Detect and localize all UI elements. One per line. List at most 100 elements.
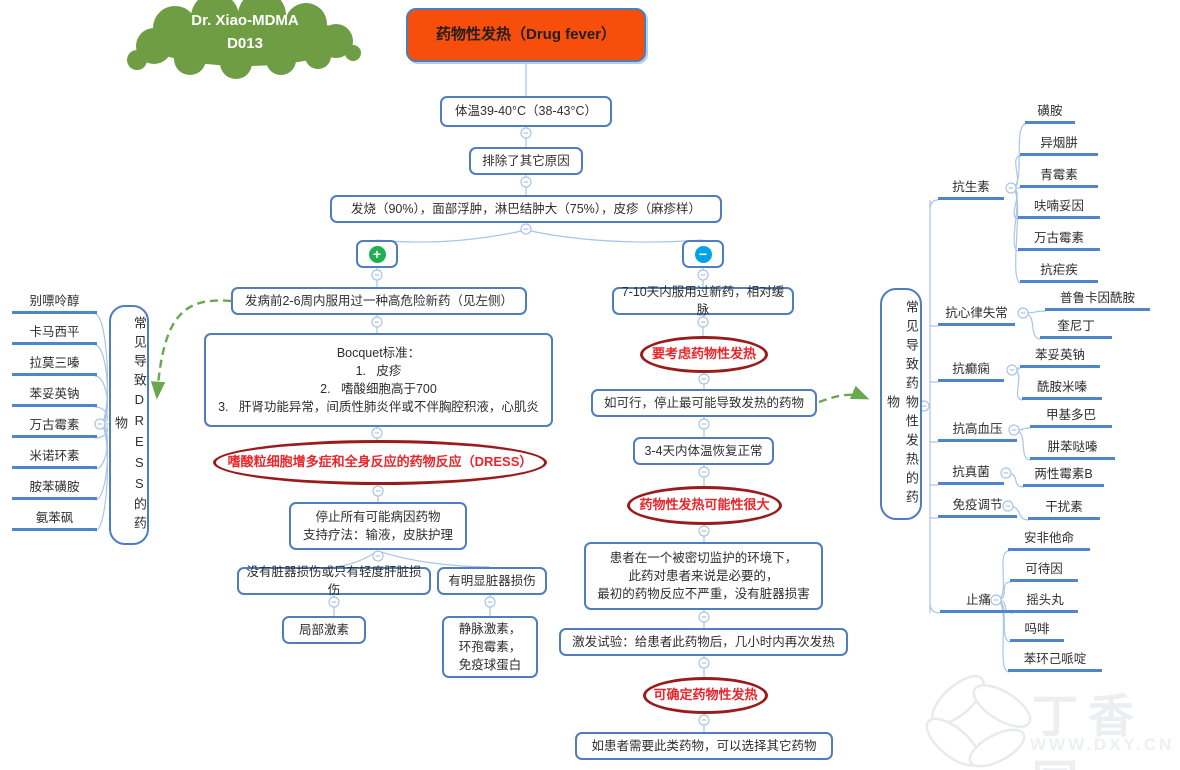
collapse-handle[interactable] [698,373,710,385]
dress-dashed-arrow [150,299,232,400]
stop-drug-node[interactable]: 如可行，停止最可能导致发热的药物 [591,389,817,417]
collapse-handle[interactable] [698,657,710,669]
fever-drug-item[interactable]: 干扰素 [1028,494,1100,520]
fever-drug-item[interactable]: 万古霉素 [1018,225,1100,251]
branch-curve [525,229,704,243]
watermark-brand: 丁香园 [1032,690,1144,770]
fever-category[interactable]: 抗高血压 [938,416,1017,442]
fever-drug-item[interactable]: 异烟肼 [1020,130,1098,156]
organ-damage-node[interactable]: 有明显脏器损伤 [437,567,547,595]
fever-drug-item[interactable]: 奎尼丁 [1040,313,1112,339]
challenge-test-node[interactable]: 激发试验：给患者此药物后，几小时内再次发热 [559,628,848,656]
collapse-handle[interactable] [698,611,710,623]
dress-drug-item[interactable]: 胺苯磺胺 [12,474,97,500]
consider-drug-fever-ellipse[interactable]: 要考虑药物性发热 [640,336,768,373]
patient-line-3: 最初的药物反应不严重，没有脏器损害 [597,587,810,602]
temperature-node[interactable]: 体温39-40°C（38-43°C） [440,96,612,127]
patient-condition-node[interactable]: 患者在一个被密切监护的环境下， 此药对患者来说是必要的， 最初的药物反应不严重，… [584,542,823,610]
fever-category[interactable]: 抗生素 [938,174,1004,200]
collapse-handle[interactable] [484,596,496,608]
local-steroid-node[interactable]: 局部激素 [282,616,366,644]
collapse-handle[interactable] [372,550,384,562]
fever-category[interactable]: 止痛 [940,587,1017,613]
symptoms-node[interactable]: 发烧（90%），面部浮肿，淋巴结肿大（75%），皮疹（麻疹样） [330,195,722,223]
dress-drug-item[interactable]: 拉莫三嗪 [12,350,97,376]
collapse-handle[interactable] [990,594,1002,606]
dress-drug-item[interactable]: 卡马西平 [12,319,97,345]
high-risk-drug-node[interactable]: 发病前2-6周内服用过一种高危险新药（见左侧） [231,287,527,315]
fever-drug-item[interactable]: 摇头丸 [1012,587,1078,613]
fever-drug-item[interactable]: 安非他命 [1008,525,1090,551]
fever-drug-item[interactable]: 磺胺 [1025,98,1075,124]
fever-drug-item[interactable]: 肼苯哒嗪 [1030,434,1115,460]
collapse-handle[interactable] [371,316,383,328]
collapse-handle[interactable] [520,127,532,139]
fever-category[interactable]: 抗心律失常 [938,300,1015,326]
collapse-handle[interactable] [520,176,532,188]
temperature-recover-node[interactable]: 3-4天内体温恢复正常 [633,437,774,465]
fever-category[interactable]: 抗癫痫 [938,356,1004,382]
fever-category[interactable]: 免疫调节 [938,492,1017,518]
fever-drug-item[interactable]: 两性霉素B [1023,461,1104,487]
patient-line-2: 此药对患者来说是必要的， [628,568,779,583]
fever-drugs-group-title[interactable]: 常见导致药物性发热的药物 [880,288,922,520]
collapse-handle[interactable] [94,418,106,430]
fever-drugs-dashed-arrow [818,385,870,404]
collapse-handle[interactable] [1000,467,1012,479]
author-name: Dr. Xiao-MDMA [191,12,299,29]
treatment-line-2: 支持疗法：输液，皮肤护理 [302,528,453,542]
alternative-drug-node[interactable]: 如患者需要此类药物，可以选择其它药物 [575,732,833,760]
fever-drug-item[interactable]: 抗疟疾 [1020,257,1098,283]
dress-diagnosis-ellipse[interactable]: 嗜酸粒细胞增多症和全身反应的药物反应（DRESS） [213,440,547,485]
dress-treatment-node[interactable]: 停止所有可能病因药物 支持疗法：输液，皮肤护理 [289,502,467,550]
confirm-drug-fever-ellipse[interactable]: 可确定药物性发热 [643,677,768,714]
collapse-handle[interactable] [698,466,710,478]
fever-category[interactable]: 抗真菌 [938,459,1004,485]
dress-drug-item[interactable]: 苯妥英钠 [12,381,97,407]
fever-drug-item[interactable]: 苯环己哌啶 [1008,646,1102,672]
bocquet-criteria-node[interactable]: Bocquet标准： 1. 皮疹 2. 嗜酸细胞高于700 3. 肝肾功能异常，… [204,333,553,427]
collapse-handle[interactable] [1005,182,1017,194]
fever-drug-item[interactable]: 酰胺米嗪 [1022,374,1102,400]
likely-drug-fever-ellipse[interactable]: 药物性发热可能性很大 [627,486,782,525]
collapse-handle[interactable] [371,269,383,281]
fever-drug-item[interactable]: 青霉素 [1020,162,1098,188]
plus-icon: + [368,245,386,263]
collapse-handle[interactable] [1002,500,1014,512]
dress-drug-item[interactable]: 米诺环素 [12,443,97,469]
collapse-handle[interactable] [698,525,710,537]
branch-curve [929,199,939,211]
bocquet-item-1: 1. 皮疹 [355,363,402,378]
collapse-handle[interactable] [372,485,384,497]
dress-drug-item[interactable]: 万古霉素 [12,412,97,438]
collapse-handle[interactable] [328,596,340,608]
fever-drug-item[interactable]: 呋喃妥因 [1018,193,1100,219]
iv-treatment-node[interactable]: 静脉激素， 环孢霉素， 免疫球蛋白 [442,616,538,678]
fever-drug-item[interactable]: 可待因 [1010,556,1078,582]
exclude-causes-node[interactable]: 排除了其它原因 [469,147,583,175]
collapse-handle[interactable] [697,269,709,281]
dress-drug-item[interactable]: 氨苯砜 [12,505,97,531]
fever-drug-item[interactable]: 吗啡 [1010,616,1064,642]
dress-drugs-group-title[interactable]: 常见导致DRESS的药物 [109,305,149,545]
branch-curve [377,550,491,568]
collapse-handle[interactable] [1017,307,1029,319]
fever-drug-item[interactable]: 甲基多巴 [1030,402,1112,428]
bocquet-item-2: 2. 嗜酸细胞高于700 [320,382,437,396]
no-organ-damage-node[interactable]: 没有脏器损伤或只有轻度肝脏损伤 [237,565,431,597]
fever-drug-item[interactable]: 普鲁卡因酰胺 [1045,285,1150,311]
negative-branch-node[interactable]: − [682,240,724,268]
root-node[interactable]: 药物性发热（Drug fever） [406,8,646,62]
collapse-handle[interactable] [520,223,532,235]
collapse-handle[interactable] [698,418,710,430]
new-drug-node[interactable]: 7-10天内服用过新药，相对缓脉 [612,285,794,317]
collapse-handle[interactable] [698,714,710,726]
collapse-handle[interactable] [1006,364,1018,376]
positive-branch-node[interactable]: + [356,240,398,268]
collapse-handle[interactable] [371,427,383,439]
fever-drug-item[interactable]: 苯妥英钠 [1020,342,1100,368]
dress-drug-item[interactable]: 别嘌呤醇 [12,288,97,314]
collapse-handle[interactable] [697,316,709,328]
bocquet-title: Bocquet标准： [336,345,421,360]
collapse-handle[interactable] [1008,424,1020,436]
